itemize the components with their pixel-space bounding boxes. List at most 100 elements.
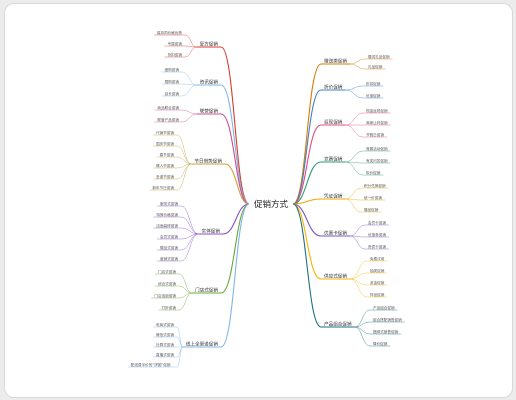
leaf-topic[interactable]: 折扣促销	[168, 52, 183, 57]
branch-link	[292, 89, 322, 205]
leaf-topic[interactable]: 服务式促销	[160, 201, 178, 206]
leaf-link	[345, 89, 364, 99]
leaf-topic[interactable]: 代销节促销	[156, 130, 174, 135]
branch-topic[interactable]: 实体促销	[202, 227, 221, 234]
branch-link	[292, 63, 322, 205]
leaf-topic[interactable]: 捆绑式销售促销	[373, 329, 399, 334]
leaf-topic[interactable]: 门店式促销	[158, 269, 176, 274]
leaf-topic[interactable]: 电商式促销	[156, 322, 174, 327]
branch-topic[interactable]: 供应式促销	[324, 272, 347, 279]
branch-topic[interactable]: 竞赛促销	[324, 155, 343, 162]
leaf-topic[interactable]: 春节促销	[160, 152, 175, 157]
mindmap-canvas: 赠送类促销 赠送礼品促销礼品促销折价促销 折扣促销优惠促销返现促销 现金返现促销商家让…	[4, 3, 513, 398]
leaf-topic[interactable]: 竞赛活动促销	[366, 146, 388, 151]
branch-topic[interactable]: 联营促销	[200, 107, 219, 114]
leaf-topic[interactable]: 圣诞节促销	[156, 174, 174, 179]
branch-link	[220, 203, 250, 294]
leaf-link	[178, 292, 193, 311]
leaf-topic[interactable]: 免费试用	[370, 256, 385, 261]
branch-topic[interactable]: 门店式促销	[195, 286, 218, 293]
leaf-topic[interactable]: 会员式促销	[160, 234, 178, 239]
leaf-link	[345, 161, 364, 176]
leaf-link	[181, 83, 197, 86]
leaf-topic[interactable]: 统一价促销	[364, 195, 382, 200]
leaf-topic[interactable]: 店面装修促销	[156, 223, 178, 228]
leaf-topic[interactable]: 联营产品促销	[157, 117, 179, 122]
leaf-link	[349, 235, 366, 250]
leaf-link	[345, 198, 362, 213]
leaf-link	[176, 163, 192, 191]
branch-link	[292, 161, 322, 205]
leaf-topic[interactable]: 优惠促销	[366, 93, 381, 98]
leaf-link	[180, 227, 199, 235]
leaf-topic[interactable]: 有奖问答促销	[366, 158, 388, 163]
leaf-topic[interactable]: 保持同价格优势	[157, 30, 183, 35]
leaf-topic[interactable]: 配送费半价的“拼团”促销	[131, 362, 171, 367]
branch-topic[interactable]: 线上全渠道促销	[186, 340, 219, 347]
leaf-topic[interactable]: 赠送礼品促销	[368, 54, 390, 59]
leaf-topic[interactable]: 团购促销	[165, 67, 180, 72]
leaf-topic[interactable]: 积分兑换促销	[364, 183, 386, 188]
leaf-link	[180, 205, 199, 235]
branch-topic[interactable]: 折价促销	[324, 83, 343, 90]
leaf-topic[interactable]: 砍价促销	[366, 170, 381, 175]
leaf-topic[interactable]: 限购促销	[165, 79, 180, 84]
leaf-topic[interactable]: 礼品促销	[368, 64, 383, 69]
leaf-link	[180, 233, 199, 262]
leaf-topic[interactable]: 情人节促销	[156, 163, 174, 168]
leaf-topic[interactable]: 打折促销	[162, 305, 177, 310]
leaf-topic[interactable]: 专属促销	[168, 41, 183, 46]
leaf-topic[interactable]: 贵宾卡促销	[368, 244, 386, 249]
leaf-topic[interactable]: 优惠券促销	[368, 232, 386, 237]
leaf-topic[interactable]: 商品联合促销	[157, 105, 179, 110]
leaf-topic[interactable]: 赠品式促销	[160, 245, 178, 250]
branch-topic[interactable]: 产品组合促销	[324, 320, 352, 327]
leaf-topic[interactable]: 综合式促销	[158, 281, 176, 286]
leaf-topic[interactable]: 赠品促销	[364, 207, 379, 212]
leaf-topic[interactable]: 营销式促销	[160, 256, 178, 261]
leaf-link	[345, 198, 362, 201]
leaf-topic[interactable]: 直播式促销	[156, 352, 174, 357]
leaf-link	[345, 124, 364, 138]
leaf-topic[interactable]: 延长促销	[165, 91, 180, 96]
leaf-link	[349, 58, 366, 65]
leaf-topic[interactable]: 降价促销	[373, 341, 388, 346]
leaf-topic[interactable]: 国庆节促销	[156, 141, 174, 146]
branch-topic[interactable]: 返现促销	[324, 118, 343, 125]
leaf-link	[176, 326, 184, 348]
branch-topic[interactable]: 复方促销	[200, 40, 219, 47]
leaf-topic[interactable]: 奖金促销	[370, 280, 385, 285]
leaf-link	[345, 112, 364, 126]
leaf-link	[345, 187, 362, 200]
branch-topic[interactable]: 优惠卡促销	[324, 229, 347, 236]
leaf-topic[interactable]: 折扣促销	[366, 81, 381, 86]
branch-topic[interactable]: 赠送类促销	[324, 57, 347, 64]
leaf-topic[interactable]: 商家让利促销	[366, 120, 388, 125]
leaf-topic[interactable]: 节假日促销	[366, 132, 384, 137]
leaf-link	[349, 235, 366, 238]
branch-topic[interactable]: 节日借势促销	[194, 157, 222, 164]
leaf-topic[interactable]: 产品组合促销	[373, 305, 395, 310]
leaf-link	[184, 45, 197, 48]
branch-link	[292, 203, 322, 280]
leaf-topic[interactable]: 样品促销	[370, 292, 385, 297]
leaf-topic[interactable]: 门店连锁促销	[154, 293, 176, 298]
links	[127, 34, 405, 368]
leaf-topic[interactable]: 微信式促销	[156, 332, 174, 337]
leaf-topic[interactable]: 新年节日促销	[152, 185, 174, 190]
leaf-topic[interactable]: 现金返现促销	[366, 108, 388, 113]
leaf-link	[345, 85, 364, 91]
leaf-topic[interactable]: 特殊价格促销	[156, 212, 178, 217]
branch-topic[interactable]: 资讯促销	[200, 78, 219, 85]
leaf-topic[interactable]: 社群式促销	[156, 342, 174, 347]
leaf-link	[349, 278, 368, 298]
leaf-topic[interactable]: 组合搭配销售促销	[373, 317, 402, 322]
leaf-topic[interactable]: 抽奖促销	[370, 268, 385, 273]
leaf-link	[354, 326, 371, 347]
leaf-topic[interactable]: 会员卡促销	[368, 220, 386, 225]
branch-link	[220, 46, 250, 205]
branch-topic[interactable]: 凭证促销	[324, 192, 343, 199]
center-topic[interactable]: 促销方式	[254, 199, 289, 210]
branch-link	[292, 203, 322, 328]
branch-link	[224, 163, 250, 205]
